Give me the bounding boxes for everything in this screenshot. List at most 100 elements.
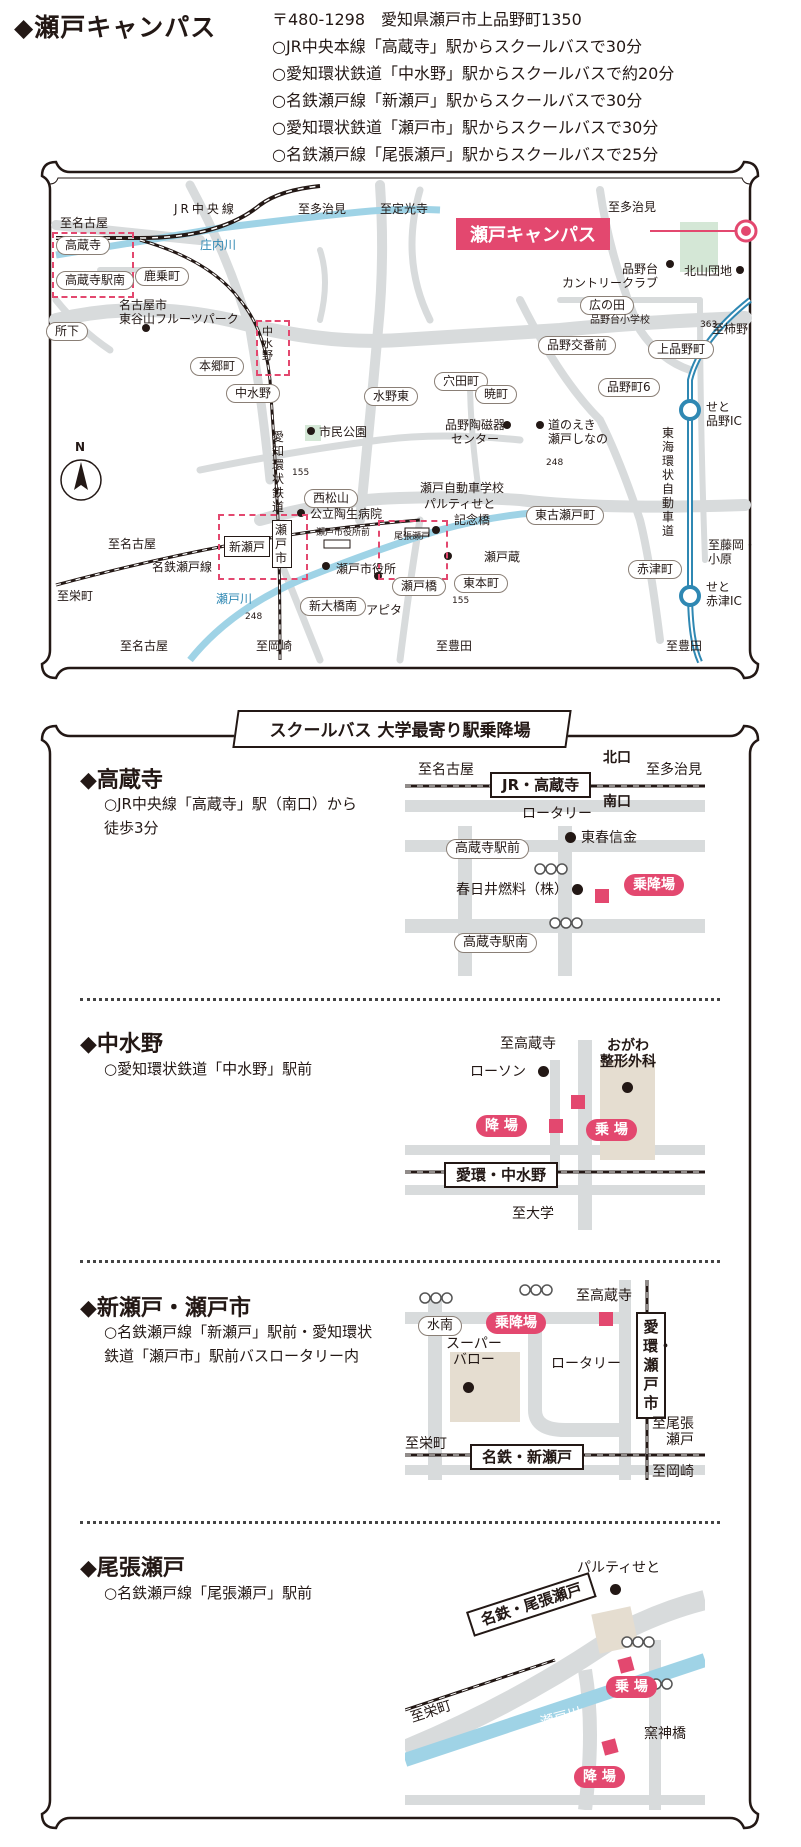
owariseto-map-label: 尾張瀬戸 bbox=[394, 532, 431, 542]
to-kozoji-label: 至高蔵寺 bbox=[500, 1036, 556, 1052]
to-okazaki-label: 至岡崎 bbox=[256, 639, 293, 653]
section-divider bbox=[80, 1521, 720, 1524]
driving-school-label: 瀬戸自動車学校 bbox=[420, 481, 505, 495]
to-sakae-label: 至栄町 bbox=[405, 1436, 447, 1452]
rotary-label: ロータリー bbox=[551, 1356, 621, 1372]
to-kozoji-label: 至高蔵寺 bbox=[576, 1288, 632, 1304]
route-248-marker: 248 bbox=[546, 458, 564, 468]
apita-label: アピタ bbox=[366, 603, 403, 617]
tokai-loop-label: 東海環状自動車道 bbox=[662, 426, 675, 538]
hironota-map-pill: 広の田 bbox=[580, 296, 635, 315]
parti-seto-label: パルティせと bbox=[577, 1560, 661, 1576]
to-university-label: 至大学 bbox=[512, 1206, 554, 1222]
to-kakino-label: 至柿野 bbox=[712, 322, 749, 336]
shinseto-station-map bbox=[405, 1280, 705, 1480]
meitetsu-line-label: 名鉄瀬戸線 bbox=[152, 560, 213, 574]
kajocho-map-pill: 鹿乗町 bbox=[135, 267, 190, 286]
shinseto-pickup-stop: 乗降場 bbox=[486, 1312, 546, 1334]
kitayama-danchi-label: 北山団地 bbox=[684, 264, 733, 278]
setobashi-map-pill: 瀬戸橋 bbox=[392, 577, 447, 596]
shinohashi-map-pill: 新大橋南 bbox=[300, 597, 367, 616]
seto-shiyakusho-label: 瀬戸市役所 bbox=[336, 562, 397, 576]
seto-shinano-ic-label: せと 品野IC bbox=[706, 400, 742, 428]
kitaguchi-label: 北口 bbox=[603, 750, 631, 766]
fruit-park-label: 名古屋市 東谷山フルーツパーク bbox=[119, 298, 239, 326]
to-jokoji-label: 至定光寺 bbox=[380, 202, 429, 216]
campus-map-label: 瀬戸キャンパス bbox=[456, 218, 610, 250]
shinseto-section-title: ◆新瀬戸・瀬戸市 bbox=[80, 1296, 251, 1321]
nakamizuno-desc: ○愛知環状鉄道「中水野」駅前 bbox=[104, 1060, 313, 1078]
anadacho-map-pill: 穴田町 bbox=[434, 372, 489, 391]
nakamizuno-map-pill: 中水野 bbox=[226, 384, 281, 403]
shonai-river-label: 庄内川 bbox=[200, 238, 237, 252]
owariseto-section-title: ◆尾張瀬戸 bbox=[80, 1556, 185, 1581]
nakamizuno-station-map bbox=[405, 1040, 705, 1230]
section-divider bbox=[80, 998, 720, 1001]
owariseto-desc: ○名鉄瀬戸線「尾張瀬戸」駅前 bbox=[104, 1584, 313, 1602]
north-label: N bbox=[75, 440, 86, 454]
route-155-marker: 155 bbox=[452, 596, 470, 606]
michinoeki-label: 道のえき 瀬戸しなの bbox=[548, 418, 609, 446]
nakamizuno-dropoff-stop: 降 場 bbox=[476, 1115, 527, 1137]
ogawa-clinic-label: おがわ 整形外科 bbox=[600, 1038, 656, 1070]
to-fujioka-label: 至藤岡・小原 bbox=[708, 538, 757, 566]
shinano-kosaten-map-pill: 品野交番前 bbox=[538, 336, 617, 355]
to-nagoya-label: 至名古屋 bbox=[120, 639, 169, 653]
shinseto-area-box bbox=[218, 514, 308, 580]
nakamizuno-station-label: 中水野 bbox=[262, 325, 273, 362]
super-valor-label: スーパー バロー bbox=[446, 1336, 502, 1368]
kozoji-south-map-pill: 高蔵寺駅南 bbox=[56, 271, 135, 290]
shinano6-map-pill: 品野町6 bbox=[598, 378, 660, 397]
nakamizuno-pickup-stop: 乗 場 bbox=[586, 1119, 637, 1141]
kozoji-desc: ○JR中央線「高蔵寺」駅（南口）から bbox=[104, 795, 357, 813]
to-nagoya-label: 至名古屋 bbox=[108, 537, 157, 551]
kozoji-section-title: ◆高蔵寺 bbox=[80, 768, 163, 793]
parti-seto-label: パルティせと bbox=[424, 497, 496, 511]
minamiguchi-label: 南口 bbox=[603, 794, 631, 810]
ogawa-clinic-marker bbox=[622, 1082, 633, 1093]
lawson-label: ローソン bbox=[470, 1064, 526, 1080]
kozoji-map-pill: 高蔵寺 bbox=[56, 236, 111, 255]
lawson-marker bbox=[538, 1066, 549, 1077]
toshun-label: 東春信金 bbox=[581, 830, 637, 846]
kinenbashi-label: 記念橋 bbox=[454, 513, 491, 527]
seto-river-label: 瀬戸川 bbox=[216, 592, 253, 606]
suinan-bus-stop: 水南 bbox=[418, 1316, 463, 1336]
shimoshita-map-pill: 所下 bbox=[46, 322, 89, 341]
to-owariseto-label: 至尾張 瀬戸 bbox=[652, 1416, 694, 1448]
hongocho-map-pill: 本郷町 bbox=[190, 357, 245, 376]
address-line: 〒480-1298 愛知県瀬戸市上品野町1350 bbox=[272, 10, 582, 29]
kasugai-marker bbox=[572, 884, 583, 895]
section-divider bbox=[80, 1260, 720, 1263]
kamishina-map-pill: 上品野町 bbox=[648, 340, 715, 359]
seto-akazu-ic-label: せと 赤津IC bbox=[706, 580, 742, 608]
country-club-label: 品野台 カントリークラブ bbox=[562, 262, 659, 290]
nishimatsuyama-map-pill: 西松山 bbox=[304, 489, 359, 508]
owariseto-dropoff-stop: 降 場 bbox=[574, 1766, 625, 1788]
route-248-marker: 248 bbox=[245, 612, 263, 622]
nakamizuno-area-box bbox=[256, 320, 290, 376]
setogura-label: 瀬戸蔵 bbox=[484, 550, 521, 564]
shinseto-desc: 鉄道「瀬戸市」駅前バスロータリー内 bbox=[104, 1347, 360, 1365]
super-valor-marker bbox=[463, 1382, 474, 1393]
access-line: ○JR中央本線「高蔵寺」駅からスクールバスで30分 bbox=[272, 37, 643, 56]
nakamizuno-section-title: ◆中水野 bbox=[80, 1032, 163, 1057]
campus-title: ◆瀬戸キャンパス bbox=[14, 13, 217, 42]
kamagami-bridge-label: 窯神橋 bbox=[644, 1726, 686, 1742]
aikan-line-label: 愛知環状鉄道 bbox=[272, 430, 285, 514]
to-tajimi-label: 至多治見 bbox=[298, 202, 347, 216]
meitetsu-shinseto-station: 名鉄・新瀬戸 bbox=[470, 1444, 585, 1470]
kozoji-desc: 徒歩3分 bbox=[104, 819, 159, 837]
kozoji-minami-bus-stop: 高蔵寺駅南 bbox=[454, 933, 538, 953]
to-tajimi-label: 至多治見 bbox=[646, 762, 702, 778]
to-toyota-label: 至豊田 bbox=[666, 639, 703, 653]
toshun-marker bbox=[565, 832, 576, 843]
to-toyota-label: 至豊田 bbox=[436, 639, 473, 653]
route-155-marker: 155 bbox=[292, 468, 310, 478]
mizunohigashi-map-pill: 水野東 bbox=[364, 387, 419, 406]
shinano-toji-center-label: 品野陶磁器 センター bbox=[445, 418, 506, 446]
kasugai-label: 春日井燃料（株） bbox=[456, 882, 568, 898]
access-line: ○名鉄瀬戸線「尾張瀬戸」駅からスクールバスで25分 bbox=[272, 145, 659, 164]
bus-banner-title: スクールバス 大学最寄り駅乗降場 bbox=[269, 721, 531, 741]
to-nagoya-label: 至名古屋 bbox=[60, 216, 109, 230]
